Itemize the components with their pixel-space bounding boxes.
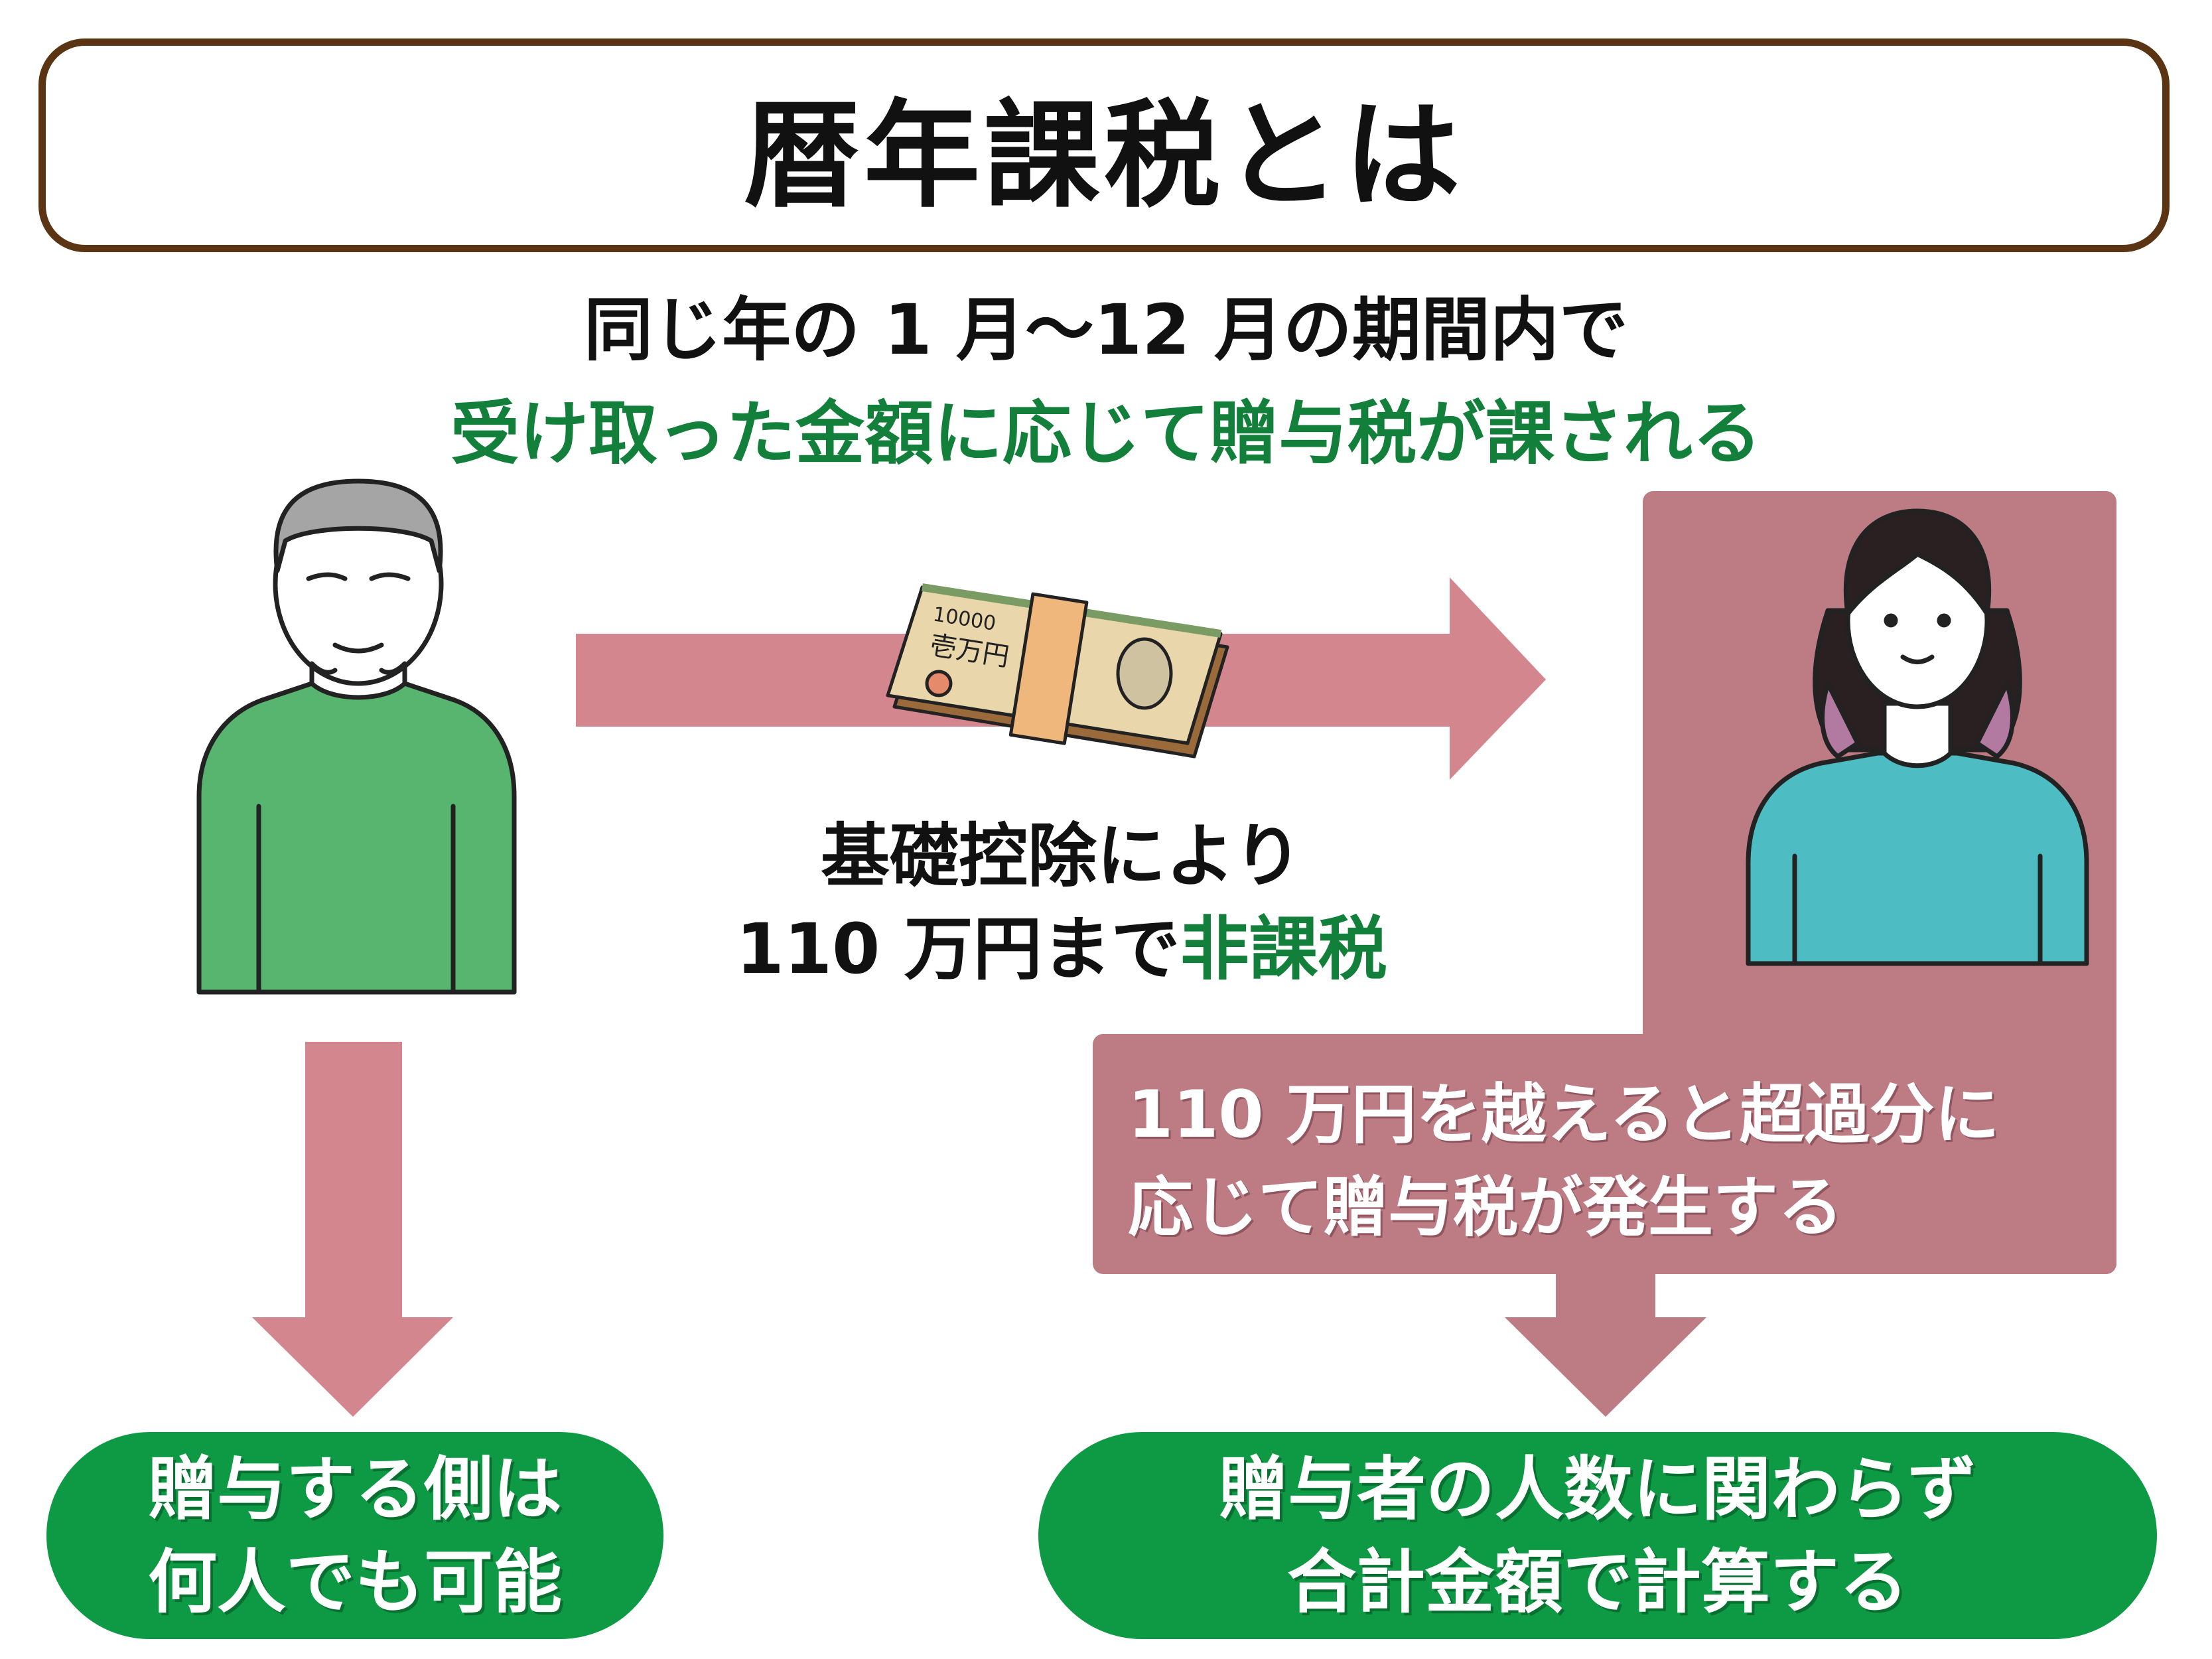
middle-line2-prefix: 110 万円まで xyxy=(736,908,1180,989)
tax-note-panel xyxy=(1093,1034,2116,1274)
right-note-line1: 110 万円を越えると超過分に xyxy=(1128,1077,2000,1153)
middle-line2: 110 万円まで非課税 xyxy=(677,893,1446,993)
bottom-left-line1: 贈与する側は xyxy=(147,1449,562,1530)
bottom-left-line2: 何人でも可能 xyxy=(147,1542,562,1623)
subtitle-line1: 同じ年の 1 月～12 月の期間内で xyxy=(584,289,1628,370)
right-down-arrow xyxy=(1505,1274,1706,1417)
bottom-right-pill: 贈与者の人数に関わらず 合計金額で計算する xyxy=(1038,1432,2157,1639)
elderly-man-icon xyxy=(196,478,517,995)
left-down-arrow xyxy=(252,1042,453,1417)
right-note-line2: 応じて贈与税が発生する xyxy=(1128,1170,1844,1246)
young-woman-icon xyxy=(1746,508,2089,966)
subtitle-line2: 受け取った金額に応じて贈与税が課される xyxy=(450,393,1762,474)
bottom-left-pill: 贈与する側は 何人でも可能 xyxy=(46,1432,663,1639)
right-note: 110 万円を越えると超過分に 応じて贈与税が発生する xyxy=(1128,1068,2110,1254)
page-title: 暦年課税とは xyxy=(744,88,1464,224)
middle-line1: 基礎控除により xyxy=(821,816,1302,897)
title-box: 暦年課税とは xyxy=(38,38,2170,252)
bottom-right-line2: 合計金額で計算する xyxy=(1286,1542,1908,1623)
cash-bundle-icon: 10000 壱万円 xyxy=(886,583,1229,758)
middle-highlight: 非課税 xyxy=(1180,908,1387,989)
bottom-right-line1: 贈与者の人数に関わらず xyxy=(1219,1449,1976,1530)
